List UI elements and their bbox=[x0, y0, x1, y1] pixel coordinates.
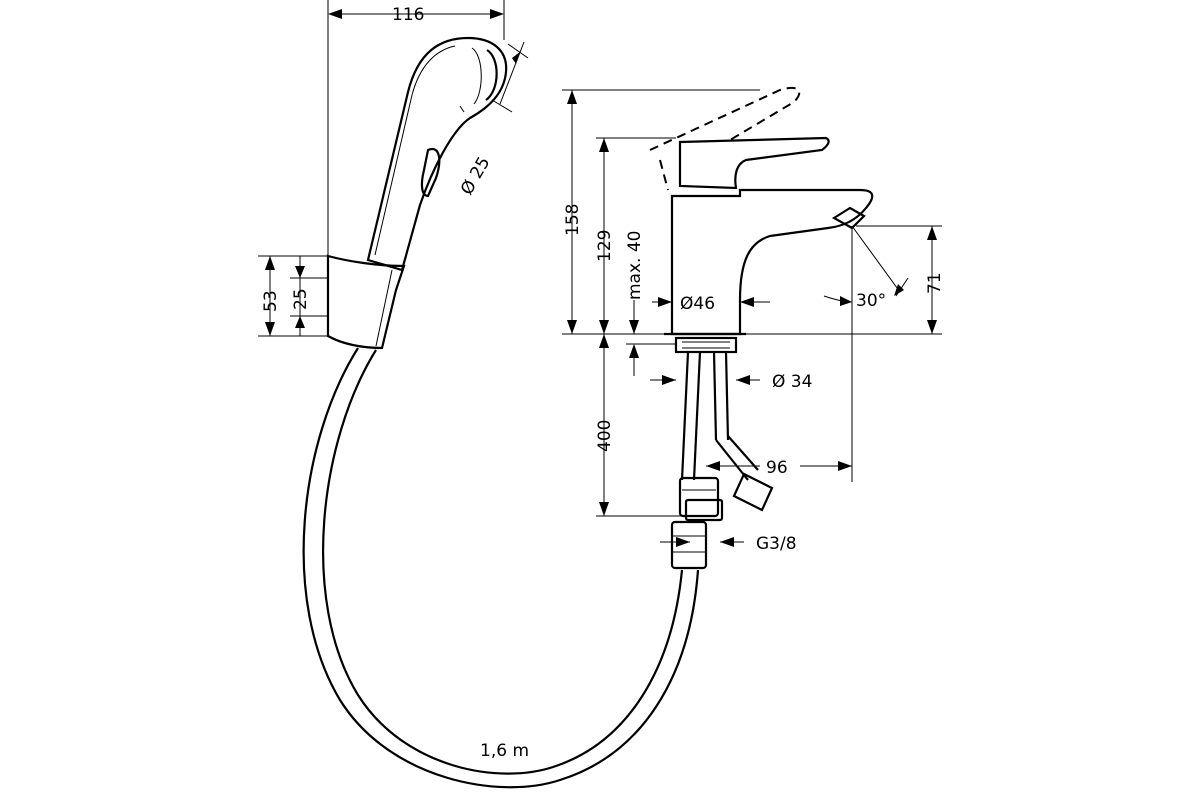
wall-holder-icon bbox=[326, 254, 406, 350]
basin-mixer-icon bbox=[649, 86, 874, 354]
supply-hose-icon bbox=[678, 351, 774, 522]
dimension-lines bbox=[258, 0, 942, 547]
dim-supply-hose-length: 400 bbox=[595, 420, 615, 452]
hand-spray-icon bbox=[366, 36, 508, 272]
dim-max-deck: max. 40 bbox=[625, 231, 645, 300]
dim-connection-thread: G3/8 bbox=[756, 534, 797, 554]
dim-hose-length: 1,6 m bbox=[480, 741, 529, 761]
dim-body-diameter: Ø46 bbox=[680, 294, 715, 314]
dim-spout-clearance: 71 bbox=[925, 272, 945, 294]
dim-spout-height: 129 bbox=[595, 230, 615, 262]
dim-holder-inner: 25 bbox=[291, 288, 311, 310]
dim-shank-diameter: Ø 34 bbox=[772, 372, 812, 392]
dim-spray-angle: 30° bbox=[856, 291, 886, 311]
shower-hose-icon bbox=[302, 347, 708, 789]
dim-spray-width: 116 bbox=[392, 5, 424, 25]
dim-spout-reach: 96 bbox=[766, 458, 788, 478]
dim-holder-height: 53 bbox=[261, 290, 281, 312]
dim-spray-head-diameter: Ø 25 bbox=[457, 153, 495, 198]
dim-faucet-height: 158 bbox=[563, 204, 583, 236]
